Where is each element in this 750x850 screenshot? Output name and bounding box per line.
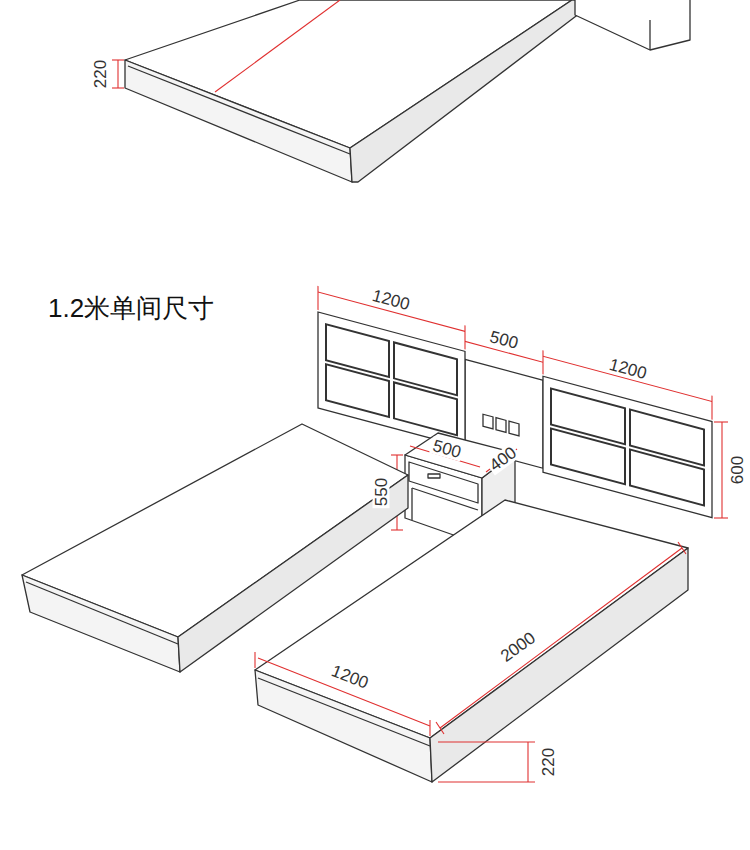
bed-lip [128, 66, 350, 154]
dimension-label: 220 [540, 746, 557, 778]
right-bed [255, 500, 688, 782]
bed-front [22, 575, 180, 672]
bed-side [430, 548, 688, 782]
top-dimensions [112, 0, 340, 92]
headboard-dimensions [318, 286, 712, 420]
socket [496, 418, 506, 433]
drawer-handle [428, 474, 440, 478]
headboard-panel [543, 376, 712, 517]
nightstand-edge [649, 20, 650, 50]
bed-front [255, 670, 432, 782]
top-bed [125, 0, 690, 182]
dimension-label: 1200 [606, 355, 651, 382]
bed-lip [26, 582, 178, 644]
socket [509, 421, 519, 436]
bed-top [125, 0, 572, 148]
dimension-label: 1200 [369, 286, 414, 313]
nightstand-top [575, 0, 690, 50]
dimension-label: 550 [373, 476, 390, 508]
bed-side [350, 0, 584, 182]
headboard-panel [318, 312, 465, 447]
bed-lip [258, 678, 430, 746]
bed-front [125, 60, 352, 182]
drawer [409, 462, 478, 503]
dimension-label: 220 [92, 58, 109, 90]
dimension-label: 600 [729, 454, 746, 486]
bed-dimensions [255, 542, 686, 782]
title: 1.2米单间尺寸 [48, 294, 214, 323]
panel-height-dimension [714, 422, 728, 518]
socket [483, 414, 493, 429]
